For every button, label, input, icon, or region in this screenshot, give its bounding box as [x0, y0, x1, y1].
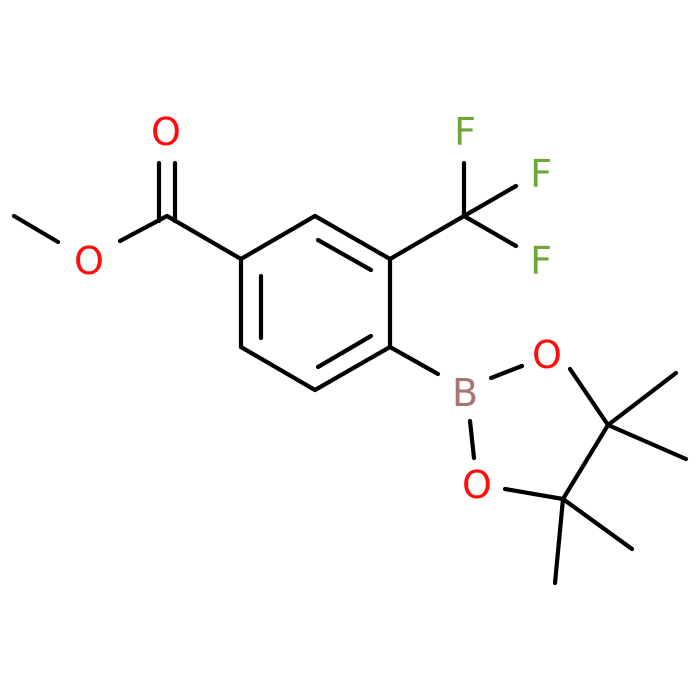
bond-methyl-ester-o	[11, 213, 61, 245]
bond-methyl-4	[552, 496, 566, 586]
atom-labels: O O F F F B O O	[74, 110, 562, 507]
bond-methyl-1	[605, 370, 679, 428]
bond-cf3-f-bottom	[461, 213, 519, 249]
bonds	[11, 160, 689, 586]
bond-boron-o-top	[488, 363, 525, 381]
bond-carbonyl-c-ring	[164, 213, 244, 262]
bond-ring-inner-2	[315, 237, 374, 273]
bond-ring-inner-3	[315, 333, 374, 370]
bond-o-top-c	[567, 366, 611, 428]
bond-cf3-f-mid	[461, 183, 519, 219]
atom-boron: B	[452, 371, 478, 415]
bond-methyl-3	[560, 496, 635, 552]
bond-ring-1	[238, 213, 318, 262]
atom-fluorine-bottom: F	[530, 239, 552, 283]
atom-ring-oxygen-bottom: O	[462, 463, 492, 507]
bond-methyl-2	[605, 422, 689, 462]
atom-carbonyl-oxygen: O	[151, 110, 181, 154]
bond-ring-4	[312, 344, 393, 393]
atom-fluorine-top: F	[454, 110, 476, 154]
atom-fluorine-middle: F	[530, 152, 552, 196]
bond-ring-cf3	[387, 213, 467, 262]
atom-ring-oxygen-top: O	[532, 333, 562, 377]
bond-c-c-pinacol	[560, 422, 611, 502]
bond-o-bottom-c	[502, 486, 566, 502]
bond-ring-boron	[387, 344, 441, 377]
bond-boron-o-bottom	[467, 418, 477, 461]
bond-ring-5	[238, 344, 318, 393]
bond-ring-2	[312, 213, 393, 262]
atom-ester-oxygen: O	[74, 239, 104, 283]
